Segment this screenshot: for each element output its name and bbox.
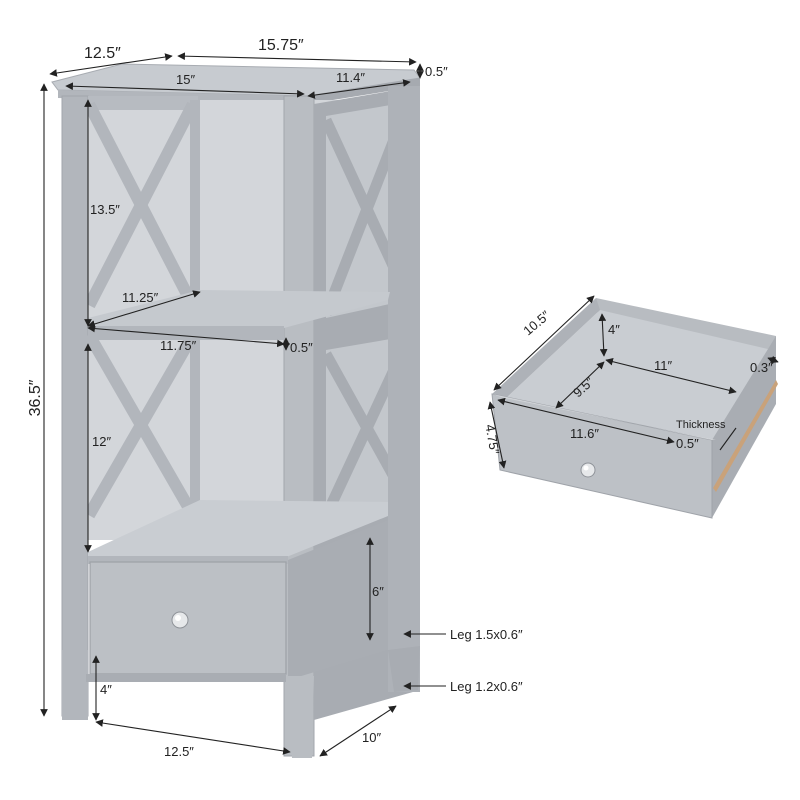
label-leg-height: 4″ bbox=[100, 682, 112, 697]
label-drawer-height: 6″ bbox=[372, 584, 384, 599]
drawer-knob bbox=[580, 462, 596, 478]
drawer-right-side bbox=[712, 336, 776, 518]
drawer-wood-edge bbox=[713, 380, 778, 492]
label-drawer-height: 4.75″ bbox=[482, 423, 502, 455]
shelf-dimension-lines bbox=[40, 52, 446, 757]
label-total-height: 36.5″ bbox=[27, 379, 44, 416]
label-drawer-front-thickness: 0.5″ bbox=[676, 436, 699, 451]
label-bottom-width: 12.5″ bbox=[164, 744, 194, 759]
label-drawer-inner-width: 11″ bbox=[654, 358, 672, 373]
shelf-dimension-labels: 12.5″ 15.75″ 0.5″ 15″ 11.4″ 13.5″ 11.25″… bbox=[27, 37, 523, 759]
shelf-unit bbox=[51, 63, 421, 758]
front-left-leg bbox=[66, 676, 86, 718]
bottom-shelf bbox=[88, 500, 388, 558]
back-right-leg bbox=[388, 646, 420, 692]
label-leg-top: Leg 1.5x0.6″ bbox=[450, 627, 523, 642]
left-x-brace-lower bbox=[83, 331, 199, 519]
label-inner-width-top: 15″ bbox=[176, 72, 195, 87]
label-shelf-depth: 11.25″ bbox=[122, 290, 159, 305]
label-drawer-side-thickness: 0.3″ bbox=[750, 360, 773, 375]
label-drawer-thickness: Thickness bbox=[676, 419, 726, 431]
left-x-brace-upper bbox=[83, 101, 199, 309]
front-right-leg bbox=[286, 676, 314, 758]
label-leg-bottom: Leg 1.2x0.6″ bbox=[450, 679, 523, 694]
label-middle-height: 12″ bbox=[92, 434, 111, 449]
drawer-dimension-lines bbox=[487, 295, 779, 469]
label-inner-depth-top: 11.4″ bbox=[336, 70, 365, 85]
label-top-thickness: 0.5″ bbox=[425, 64, 448, 79]
label-bottom-depth: 10″ bbox=[362, 730, 381, 745]
label-top-width: 15.75″ bbox=[258, 37, 304, 54]
left-post bbox=[61, 95, 89, 717]
label-shelf-thickness: 0.5″ bbox=[290, 340, 313, 355]
label-drawer-inner-height: 4″ bbox=[608, 322, 620, 337]
label-top-depth: 12.5″ bbox=[84, 45, 121, 62]
label-drawer-width: 11.6″ bbox=[570, 426, 599, 441]
label-shelf-width: 11.75″ bbox=[160, 338, 197, 353]
label-upper-height: 13.5″ bbox=[90, 202, 120, 217]
label-drawer-depth: 10.5″ bbox=[520, 307, 553, 338]
